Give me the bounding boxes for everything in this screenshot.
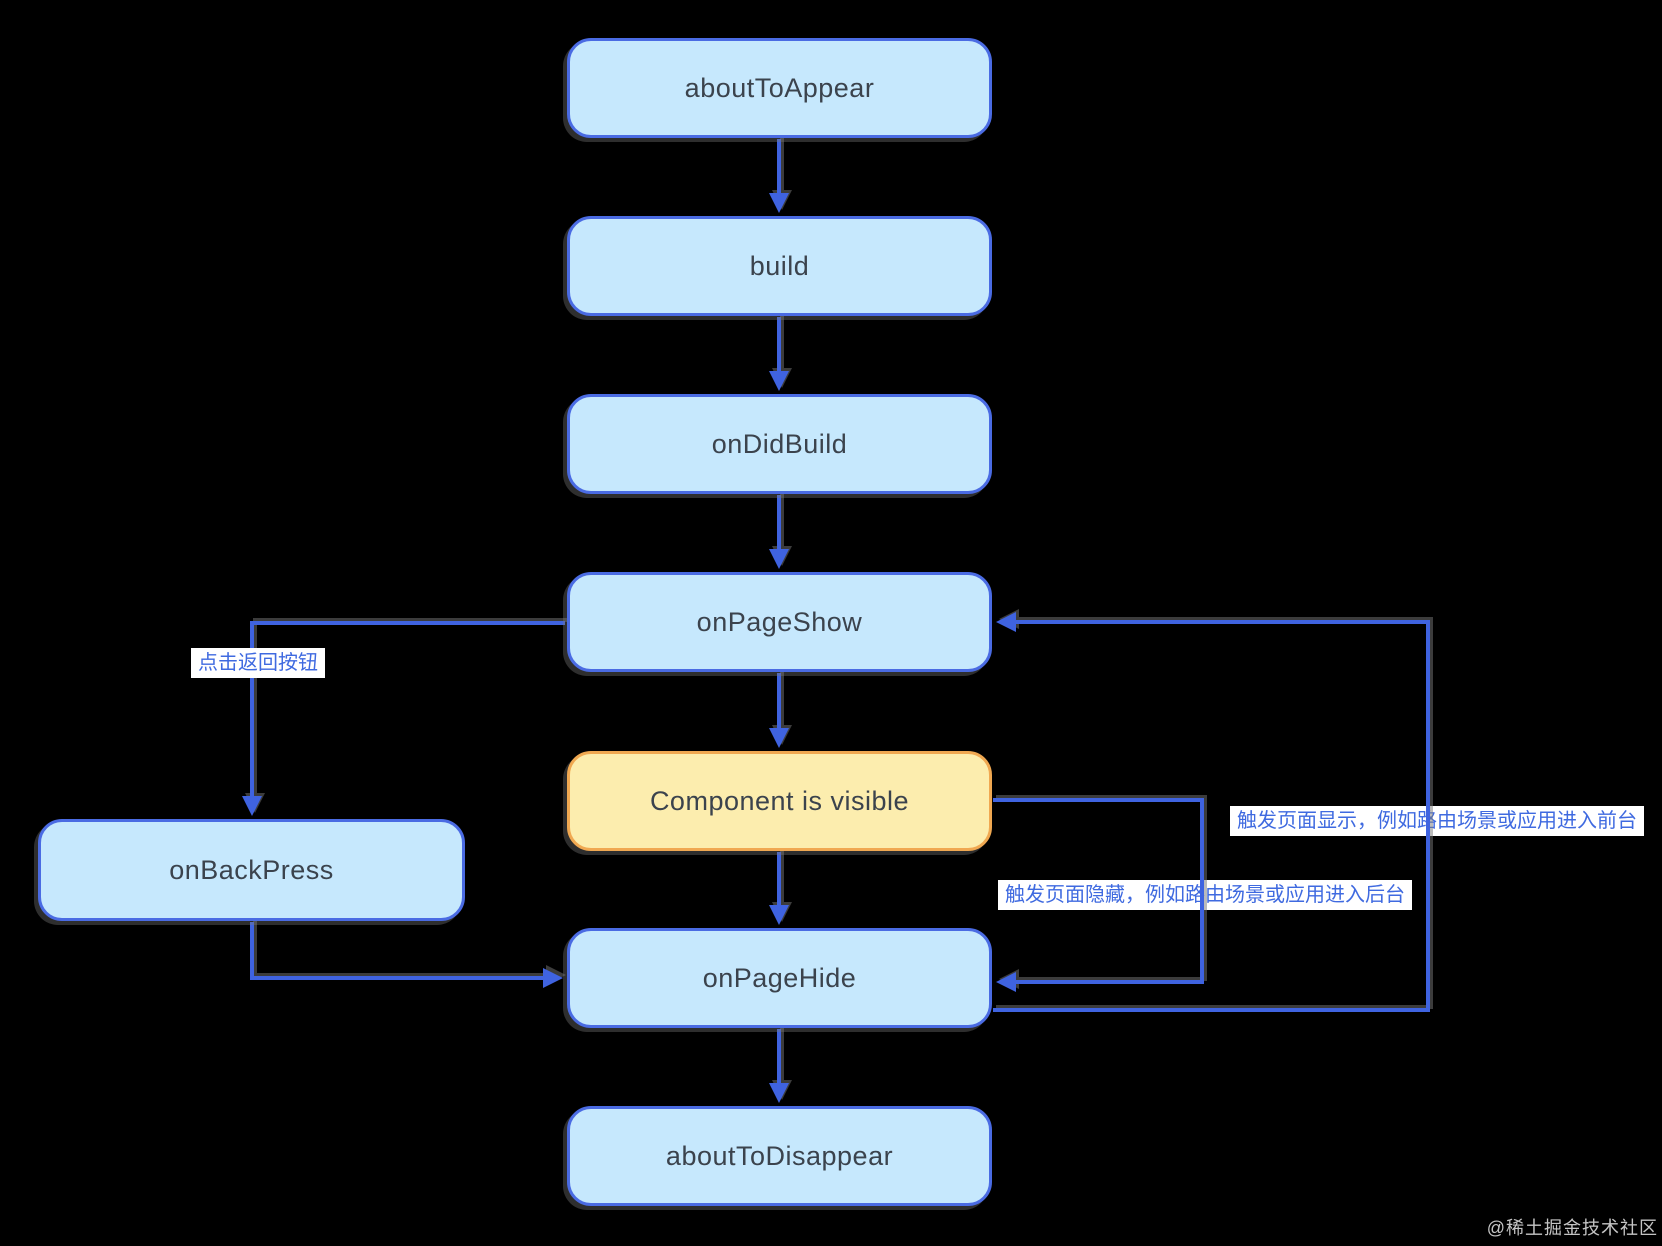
node-onPageHide: onPageHide	[567, 928, 992, 1028]
node-label: aboutToAppear	[684, 72, 875, 103]
edge-label-page-show: 触发页面显示，例如路由场景或应用进入前台	[1230, 806, 1644, 836]
node-label: onPageShow	[696, 606, 863, 637]
edge-label-page-hide: 触发页面隐藏，例如路由场景或应用进入后台	[998, 880, 1412, 910]
edge-onPageShow-onBackPress	[242, 621, 565, 816]
node-component-is-visible: Component is visible	[567, 751, 992, 851]
node-aboutToDisappear: aboutToDisappear	[567, 1106, 992, 1206]
node-onPageShow: onPageShow	[567, 572, 992, 672]
edge-label-back-press: 点击返回按钮	[191, 648, 325, 678]
node-build: build	[567, 216, 992, 316]
edge-onBackPress-onPageHide	[250, 922, 563, 988]
node-label: onPageHide	[702, 962, 857, 993]
node-label: Component is visible	[649, 785, 910, 816]
node-aboutToAppear: aboutToAppear	[567, 38, 992, 138]
node-label: onBackPress	[169, 854, 334, 885]
node-onDidBuild: onDidBuild	[567, 394, 992, 494]
edge-onPageHide-onPageShow-loop	[993, 612, 1430, 1012]
node-onBackPress: onBackPress	[38, 819, 465, 921]
edge-componentVisible-onPageHide-loop	[993, 798, 1204, 992]
watermark: @稀土掘金技术社区	[1486, 1218, 1658, 1238]
node-label: onDidBuild	[711, 428, 848, 459]
node-label: aboutToDisappear	[665, 1140, 894, 1171]
node-label: build	[749, 250, 810, 281]
